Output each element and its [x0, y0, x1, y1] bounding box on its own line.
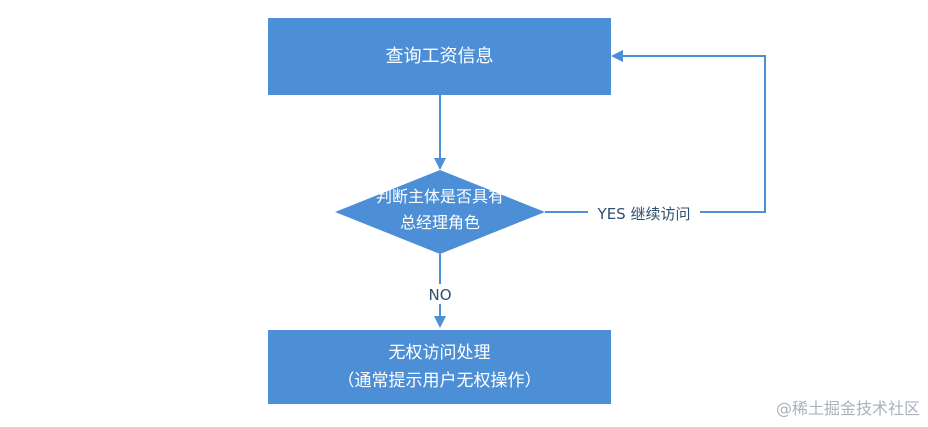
no-access-label-line2: （通常提示用户无权操作） — [338, 371, 542, 391]
query-salary-label: 查询工资信息 — [386, 46, 494, 67]
no-label: NO — [428, 286, 451, 304]
no-access-label-line1: 无权访问处理 — [389, 343, 491, 363]
watermark: @稀土掘金技术社区 — [775, 399, 920, 418]
yes-label: YES 继续访问 — [597, 205, 691, 223]
query-salary-box — [268, 18, 611, 95]
decision-label-line1: 判断主体是否具有 — [376, 187, 504, 206]
decision-diamond — [335, 170, 545, 254]
no-label-bg — [424, 284, 456, 304]
decision-label-line2: 总经理角色 — [400, 213, 480, 232]
no-access-box — [268, 330, 611, 404]
yes-label-bg — [588, 202, 700, 224]
